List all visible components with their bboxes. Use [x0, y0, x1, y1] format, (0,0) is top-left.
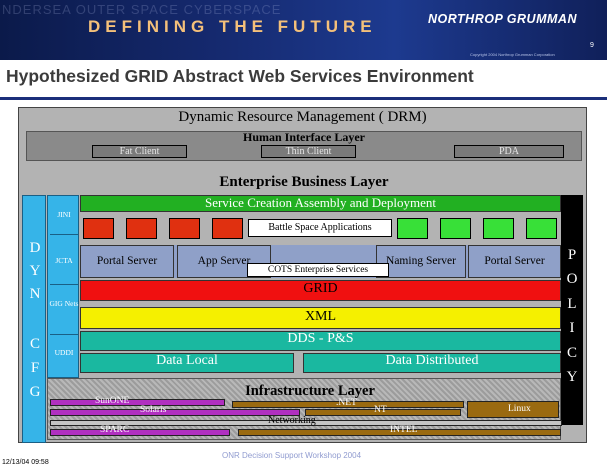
sparc-label: SPARC: [100, 425, 130, 435]
battle-space-applications-label: Battle Space Applications: [248, 219, 392, 237]
header-banner: [0, 0, 607, 60]
application-box-green: [397, 218, 428, 239]
linux-label: Linux: [508, 404, 531, 414]
policy-letter: I: [569, 320, 575, 336]
slide-title: Hypothesized GRID Abstract Web Services …: [6, 66, 474, 86]
sparc-bar: [50, 429, 230, 436]
fat-client-box: Fat Client: [92, 145, 187, 158]
nt-label: NT: [374, 405, 387, 415]
dyn-letter: N: [29, 286, 41, 302]
infrastructure-layer-title: Infrastructure Layer: [245, 383, 375, 399]
title-bar: [0, 60, 607, 97]
application-box-red: [126, 218, 157, 239]
dyn-cfg-column: D Y N C F G: [22, 195, 46, 443]
intel-label: INTEL: [390, 425, 418, 435]
policy-column: P O L I C Y: [561, 195, 583, 425]
policy-letter: P: [567, 247, 577, 263]
application-box-green: [526, 218, 557, 239]
xml-band: [80, 307, 561, 329]
thin-client-box: Thin Client: [261, 145, 356, 158]
application-box-red: [83, 218, 114, 239]
jcta-label: JCTA: [55, 256, 73, 265]
linux-bar: [467, 401, 559, 418]
solaris-label: Solaris: [140, 405, 167, 415]
policy-letter: Y: [566, 369, 578, 385]
cots-enterprise-services-label: COTS Enterprise Services: [247, 263, 389, 277]
sunone-bar: [50, 399, 225, 406]
portal-server-box: Portal Server: [468, 245, 561, 278]
gig-nets-label: GIG Nets: [49, 299, 79, 308]
dotnet-label: .NET: [336, 398, 357, 408]
intel-bar: [238, 429, 561, 436]
column-divider: [50, 234, 78, 235]
pda-box: PDA: [454, 145, 564, 158]
discovery-services-column: JINI JCTA GIG Nets UDDI: [47, 195, 79, 378]
data-distributed-band: [303, 353, 561, 373]
copyright-text: Copyright 2004 Northrop Grumman Corporat…: [470, 52, 555, 57]
drm-title: Dynamic Resource Management ( DRM): [178, 109, 427, 125]
dds-band: [80, 331, 561, 351]
tagline: DEFINING THE FUTURE: [88, 17, 377, 36]
dyn-letter: D: [29, 240, 41, 256]
cfg-letter: F: [30, 360, 40, 376]
footer-conference: ONR Decision Support Workshop 2004: [222, 451, 362, 460]
human-interface-layer-title: Human Interface Layer: [243, 130, 365, 144]
naming-server-box: Naming Server: [376, 245, 466, 278]
dds-label: DDS - P&S: [287, 331, 354, 346]
solaris-bar: [50, 409, 300, 416]
jini-label: JINI: [57, 210, 71, 219]
footer-date: 12/13/04 09:58: [2, 459, 49, 466]
cfg-letter: C: [29, 336, 40, 352]
service-creation-band: [80, 195, 561, 212]
nt-bar: [305, 409, 461, 416]
grid-label: GRID: [303, 281, 338, 296]
uddi-label: UDDI: [54, 348, 74, 357]
networking-bar: [50, 420, 562, 426]
application-box-green: [483, 218, 514, 239]
title-rule: [0, 97, 607, 100]
portal-server-box: Portal Server: [80, 245, 174, 278]
column-divider: [50, 284, 78, 285]
slide-number: 9: [590, 42, 594, 49]
policy-letter: C: [566, 345, 577, 361]
cfg-letter: G: [29, 384, 41, 400]
grid-band: [80, 280, 561, 301]
data-distributed-label: Data Distributed: [385, 353, 479, 368]
column-divider: [50, 334, 78, 335]
dotnet-bar: [232, 401, 464, 408]
banner-background-text: NDERSEA OUTER SPACE CYBERSPACE: [2, 2, 282, 17]
xml-label: XML: [304, 309, 337, 324]
data-local-label: Data Local: [156, 353, 218, 368]
application-box-red: [169, 218, 200, 239]
dyn-letter: Y: [29, 263, 41, 279]
policy-letter: O: [566, 271, 578, 287]
policy-letter: L: [567, 296, 577, 312]
enterprise-business-layer-title: Enterprise Business Layer: [219, 174, 389, 190]
application-box-red: [212, 218, 243, 239]
application-box-green: [440, 218, 471, 239]
service-creation-title: Service Creation Assembly and Deployment: [204, 195, 437, 210]
data-local-band: [80, 353, 294, 373]
networking-label: Networking: [268, 415, 316, 426]
brand-logo-text: NORTHROP GRUMMAN: [428, 12, 577, 26]
sunone-label: SunONE: [95, 396, 130, 406]
